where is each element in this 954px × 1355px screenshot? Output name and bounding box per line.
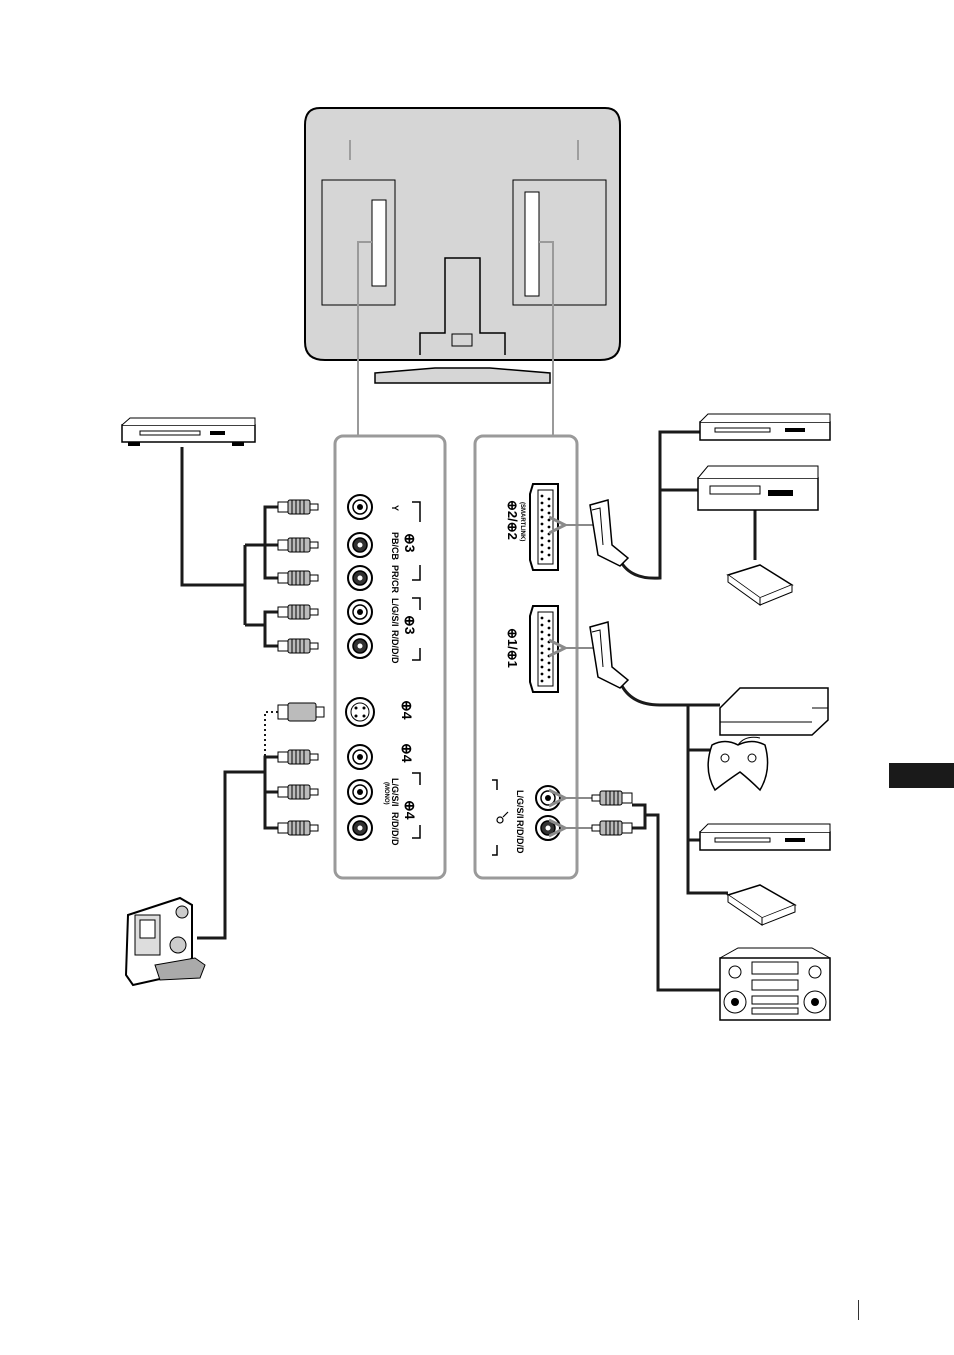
- audio3-r-label: R/D/D/D: [390, 630, 400, 664]
- scart1-label: ⊕1/⊕1: [505, 628, 520, 668]
- decoder-box-icon: [728, 565, 792, 605]
- svideo-input-4-label: ⊕4: [399, 700, 415, 720]
- game-console-icon: [720, 688, 828, 735]
- page-divider: [858, 1300, 859, 1320]
- audio4-mono-label: (MONO): [383, 782, 389, 805]
- audio4-l-label: L/G/S/I: [390, 778, 400, 807]
- tv-rear-view: [305, 108, 620, 383]
- audio4-r-label: R/D/D/D: [390, 812, 400, 846]
- camcorder-icon: [126, 898, 205, 985]
- scart2-socket: [530, 484, 558, 570]
- audio3-l-label: L/G/S/I: [390, 598, 400, 627]
- hifi-system-icon: [720, 948, 830, 1020]
- section-tab: [889, 763, 954, 788]
- audio-input-4-label: ⊕4: [402, 800, 418, 820]
- audio-out-r-label: R/D/D/D: [515, 820, 525, 854]
- pb-label: PB/CB: [390, 532, 400, 561]
- dvd-player-icon: [122, 418, 255, 446]
- game-controller-icon: [708, 737, 767, 790]
- left-connector-panel: Y PB/CB PR/CR ⊕3 L/G/S/I R/D/D/D ⊕3 ⊕4 ⊕…: [335, 436, 445, 878]
- scart-plugs: [590, 500, 628, 688]
- right-connector-panel: ⊕2/⊕2 (SMARTLINK) ⊕1/⊕1 L/G/S/I R/D/D/D: [475, 436, 577, 878]
- left-cables: [182, 447, 278, 938]
- smartlink-label: (SMARTLINK): [519, 502, 525, 541]
- audio-out-l-label: L/G/S/I: [515, 790, 525, 819]
- left-plugs: [278, 500, 324, 835]
- y-label: Y: [390, 505, 400, 511]
- dvd-recorder-icon: [700, 414, 830, 440]
- video-input-4-label: ⊕4: [399, 743, 415, 763]
- pr-label: PR/CR: [390, 565, 400, 594]
- dvd-player-2-icon: [700, 824, 830, 850]
- svideo-jack: [346, 698, 374, 726]
- component-input-3-label: ⊕3: [402, 533, 418, 553]
- vcr-icon: [698, 466, 818, 510]
- right-rca-plugs: [592, 791, 632, 835]
- decoder-box-2-icon: [728, 885, 795, 925]
- scart2-label: ⊕2/⊕2: [505, 500, 520, 540]
- audio-input-3-label: ⊕3: [402, 615, 418, 635]
- scart1-socket: [530, 606, 558, 692]
